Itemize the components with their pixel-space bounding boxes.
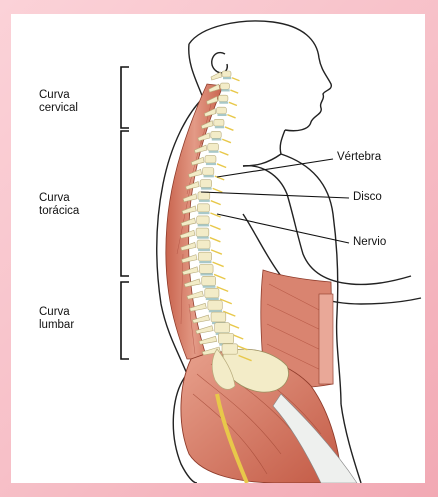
nerve-root [210, 225, 220, 229]
vertebra-body [205, 156, 216, 163]
curve-brackets [121, 67, 129, 359]
vertebra-body [222, 344, 238, 354]
intervertebral-disc [206, 163, 216, 165]
label-cervical-curve: Curva cervical [39, 89, 78, 115]
nerve-root [210, 238, 221, 242]
label-nerve: Nervio [353, 236, 386, 249]
intervertebral-disc [212, 138, 222, 140]
vertebra-body [200, 180, 212, 188]
vertebra-body [197, 216, 209, 224]
leader-lines [201, 159, 349, 243]
intervertebral-disc [209, 151, 219, 153]
vertebra-body [208, 300, 222, 310]
vertebra-body [203, 168, 214, 176]
nerve-root [227, 115, 235, 118]
nerve-root [211, 201, 221, 205]
spine-diagram-panel: Curva cervical Curva torácica Curva lumb… [11, 14, 425, 483]
intervertebral-disc [204, 175, 214, 177]
intervertebral-disc [198, 212, 209, 214]
vertebra-body [222, 71, 231, 77]
vertebra-body [199, 264, 213, 273]
nerve-root [213, 262, 224, 266]
intervertebral-disc [218, 114, 227, 116]
intervertebral-disc [219, 102, 228, 104]
vertebra-body [202, 276, 216, 285]
label-thoracic-line1: Curva [39, 192, 79, 205]
rectus-muscle [319, 294, 333, 384]
label-cervical-line2: cervical [39, 102, 78, 115]
label-thoracic-curve: Curva torácica [39, 192, 79, 218]
spinous-process [211, 72, 222, 80]
nerve-root [232, 78, 240, 81]
vertebra-body [218, 95, 228, 101]
lumbar-bracket [121, 282, 129, 359]
vertebra-body [196, 228, 209, 236]
intervertebral-disc [203, 286, 216, 288]
nerve-root [225, 127, 233, 130]
intervertebral-disc [199, 200, 210, 202]
label-lumbar-line1: Curva [39, 306, 74, 319]
thoracic-bracket [121, 131, 129, 276]
spinous-process [199, 336, 217, 344]
nerve-root [213, 188, 223, 192]
label-cervical-line1: Curva [39, 89, 78, 102]
nerve-root [222, 139, 231, 142]
label-lumbar-curve: Curva lumbar [39, 306, 74, 332]
intervertebral-disc [206, 298, 219, 300]
cervical-bracket [121, 67, 129, 128]
label-vertebra: Vértebra [337, 151, 381, 164]
nerve-root [217, 164, 226, 168]
vertebra-body [208, 143, 219, 150]
label-disc: Disco [353, 191, 382, 204]
vertebra-body [198, 252, 211, 261]
vertebra-body [211, 312, 226, 322]
nerve-root [229, 102, 237, 105]
intervertebral-disc [199, 261, 211, 263]
vertebra-body [214, 119, 224, 126]
intervertebral-disc [223, 77, 231, 79]
vertebra-body [205, 288, 219, 297]
vertebra-body [197, 240, 210, 249]
nerve-leader [217, 214, 349, 243]
nerve-root [219, 152, 228, 156]
vertebra-body [220, 83, 229, 89]
label-lumbar-line2: lumbar [39, 319, 74, 332]
vertebra-body [218, 333, 233, 343]
intervertebral-disc [215, 126, 224, 128]
label-thoracic-line2: torácica [39, 205, 79, 218]
intervertebral-disc [200, 273, 212, 275]
vertebra-body [215, 323, 230, 333]
vertebra-body [211, 131, 221, 138]
nerve-root [211, 250, 222, 254]
vertebra-body [198, 192, 210, 200]
intervertebral-disc [201, 187, 212, 189]
vertebra-body [217, 107, 227, 114]
nerve-root [230, 90, 238, 93]
vertebra-body [197, 204, 209, 212]
intervertebral-disc [221, 89, 230, 91]
intervertebral-disc [198, 224, 209, 226]
intervertebral-disc [197, 237, 209, 239]
intervertebral-disc [198, 249, 210, 251]
